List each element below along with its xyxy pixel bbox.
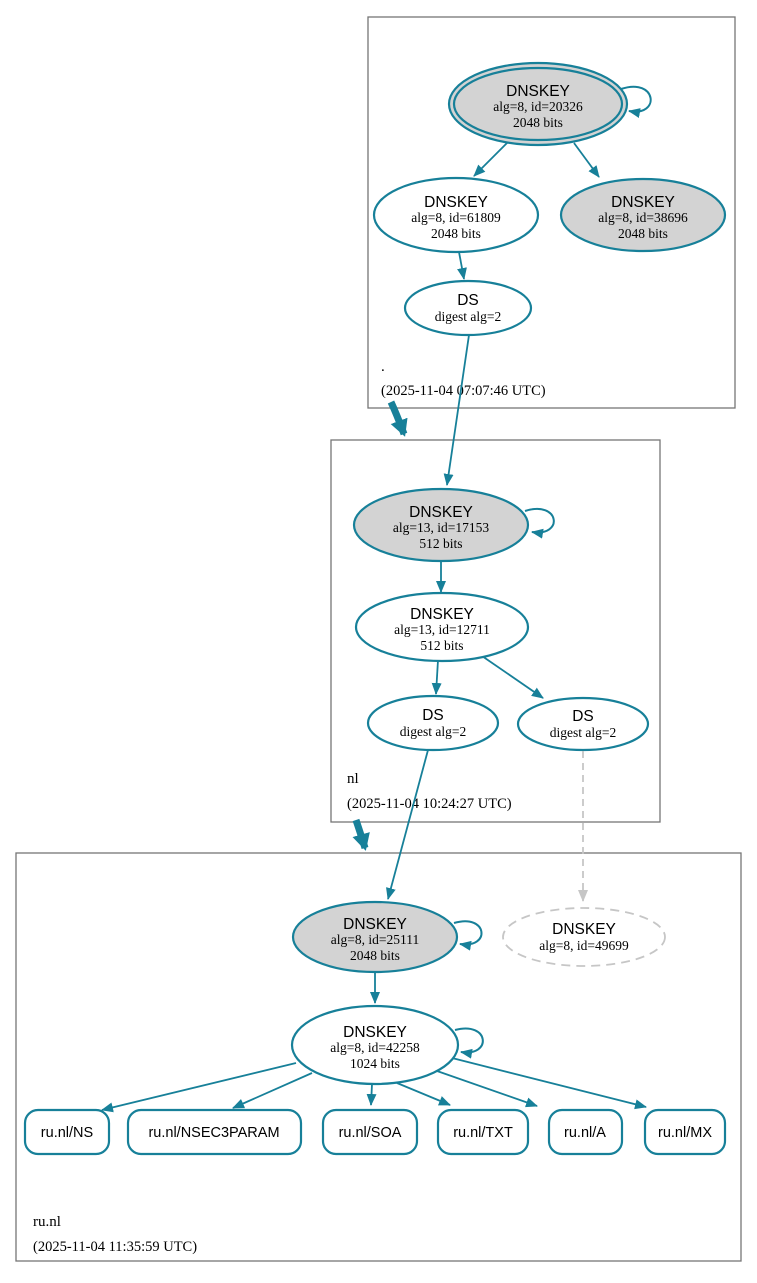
node-title: DNSKEY — [343, 1024, 407, 1041]
edge-zsk-to-soa — [366, 1083, 377, 1106]
rrset-box — [436, 1108, 530, 1156]
node-detail: alg=13, id=12711 — [394, 622, 490, 637]
node-detail: alg=8, id=49699 — [539, 938, 629, 953]
rrset-label: ru.nl/NS — [41, 1125, 93, 1141]
edge-nl-zsk-to-ds-right — [481, 655, 544, 699]
edge-root-ksk-to-key2 — [573, 142, 600, 178]
edge-zsk-to-txt — [396, 1082, 451, 1106]
node-detail: alg=8, id=42258 — [330, 1040, 420, 1055]
zone-runl: DNSKEY alg=8, id=25111 2048 bits DNSKEY … — [15, 852, 742, 1262]
node-title: DNSKEY — [611, 194, 675, 211]
nl-zone-label: nl — [347, 771, 359, 787]
node-detail: 512 bits — [419, 536, 462, 551]
node-title: DS — [457, 292, 479, 309]
node-title: DNSKEY — [409, 504, 473, 521]
node-dnskey-42258: DNSKEY alg=8, id=42258 1024 bits — [290, 1004, 460, 1086]
node-root-ds: DS digest alg=2 — [403, 279, 533, 337]
root-zone-label: . — [381, 359, 385, 375]
dnskey-ellipse — [290, 1004, 460, 1086]
node-dnskey-61809: DNSKEY alg=8, id=61809 2048 bits — [372, 176, 540, 254]
node-detail: alg=8, id=20326 — [493, 99, 583, 114]
root-zone-timestamp: (2025-11-04 07:07:46 UTC) — [381, 383, 546, 399]
dnskey-ellipse — [372, 176, 540, 254]
zone-nl: DNSKEY alg=13, id=17153 512 bits DNSKEY … — [330, 439, 661, 823]
dnskey-ellipse — [291, 900, 459, 974]
dnskey-ellipse — [559, 177, 727, 253]
edge-zsk-to-a — [436, 1070, 538, 1108]
node-dnskey-12711: DNSKEY alg=13, id=12711 512 bits — [354, 591, 530, 663]
dnskey-ellipse — [354, 591, 530, 663]
rrset-box — [321, 1108, 419, 1156]
node-detail: digest alg=2 — [550, 725, 616, 740]
nl-zone-timestamp: (2025-11-04 10:24:27 UTC) — [347, 796, 512, 812]
edge-nl-ds-to-runl-ksk — [386, 749, 429, 900]
delegation-arrow-root-to-nl — [387, 400, 408, 437]
edge-nl-ksk-self-loop — [524, 508, 555, 539]
node-title: DNSKEY — [424, 194, 488, 211]
node-detail: 2048 bits — [618, 226, 668, 241]
rrset-txt: ru.nl/TXT — [436, 1108, 530, 1156]
node-detail: 2048 bits — [431, 226, 481, 241]
node-title: DNSKEY — [410, 606, 474, 623]
edge-zsk-to-nsec3param — [232, 1072, 313, 1109]
node-dnskey-25111: DNSKEY alg=8, id=25111 2048 bits — [291, 900, 459, 974]
rrset-nsec3param: ru.nl/NSEC3PARAM — [126, 1108, 303, 1156]
dnskey-ellipse-dashed — [502, 907, 666, 967]
rrset-box — [547, 1108, 624, 1156]
rrset-label: ru.nl/A — [564, 1125, 606, 1141]
node-detail: 512 bits — [420, 638, 463, 653]
edge-root-zsk-to-ds — [457, 251, 467, 280]
node-title: DS — [422, 707, 444, 724]
rrset-box — [23, 1108, 111, 1156]
ds-ellipse — [516, 696, 650, 752]
runl-zone-label: ru.nl — [33, 1214, 61, 1230]
node-title: DS — [572, 708, 594, 725]
node-dnskey-38696: DNSKEY alg=8, id=38696 2048 bits — [559, 177, 727, 253]
node-title: DNSKEY — [506, 83, 570, 100]
rrset-ns: ru.nl/NS — [23, 1108, 111, 1156]
edge-zsk-to-ns — [101, 1062, 297, 1113]
zone-root: DNSKEY alg=8, id=20326 2048 bits DNSKEY … — [367, 16, 736, 409]
ds-ellipse — [366, 694, 500, 752]
node-dnskey-20326: DNSKEY alg=8, id=20326 2048 bits — [447, 61, 629, 147]
node-nl-ds-right: DS digest alg=2 — [516, 696, 650, 752]
dnskey-ellipse-inner — [452, 66, 624, 142]
rrset-box — [126, 1108, 303, 1156]
node-detail: alg=8, id=38696 — [598, 210, 688, 225]
node-nl-ds-left: DS digest alg=2 — [366, 694, 500, 752]
rrset-label: ru.nl/SOA — [339, 1125, 402, 1141]
node-detail: alg=13, id=17153 — [393, 520, 489, 535]
edge-nl-zsk-to-ds-left — [431, 659, 442, 695]
edge-root-ds-to-nl-ksk — [443, 334, 470, 486]
node-title: DNSKEY — [552, 921, 616, 938]
node-detail: 1024 bits — [350, 1056, 400, 1071]
node-title: DNSKEY — [343, 916, 407, 933]
dnskey-ellipse-outer — [447, 61, 629, 147]
rrset-a: ru.nl/A — [547, 1108, 624, 1156]
rrset-label: ru.nl/MX — [658, 1125, 712, 1141]
rrset-soa: ru.nl/SOA — [321, 1108, 419, 1156]
node-detail: 2048 bits — [350, 948, 400, 963]
node-dnskey-17153: DNSKEY alg=13, id=17153 512 bits — [352, 487, 530, 563]
rrset-mx: ru.nl/MX — [643, 1108, 727, 1156]
ds-ellipse — [403, 279, 533, 337]
node-dnskey-49699-missing: DNSKEY alg=8, id=49699 — [502, 907, 666, 967]
node-detail: alg=8, id=25111 — [331, 932, 419, 947]
rrset-box — [643, 1108, 727, 1156]
node-detail: alg=8, id=61809 — [411, 210, 501, 225]
rrset-label: ru.nl/NSEC3PARAM — [148, 1125, 279, 1141]
dnskey-ellipse — [352, 487, 530, 563]
edge-root-ksk-to-zsk — [473, 141, 509, 177]
delegation-arrow-nl-to-runl — [352, 818, 370, 851]
rrset-label: ru.nl/TXT — [453, 1125, 513, 1141]
edge-runl-ksk-self-loop — [453, 920, 483, 951]
edge-root-ksk-self-loop — [620, 85, 652, 118]
edge-zsk-to-mx — [451, 1057, 647, 1110]
runl-zone-timestamp: (2025-11-04 11:35:59 UTC) — [33, 1239, 197, 1255]
node-detail: 2048 bits — [513, 115, 563, 130]
node-detail: digest alg=2 — [400, 724, 466, 739]
edge-runl-zsk-self-loop — [454, 1027, 484, 1059]
node-detail: digest alg=2 — [435, 309, 501, 324]
